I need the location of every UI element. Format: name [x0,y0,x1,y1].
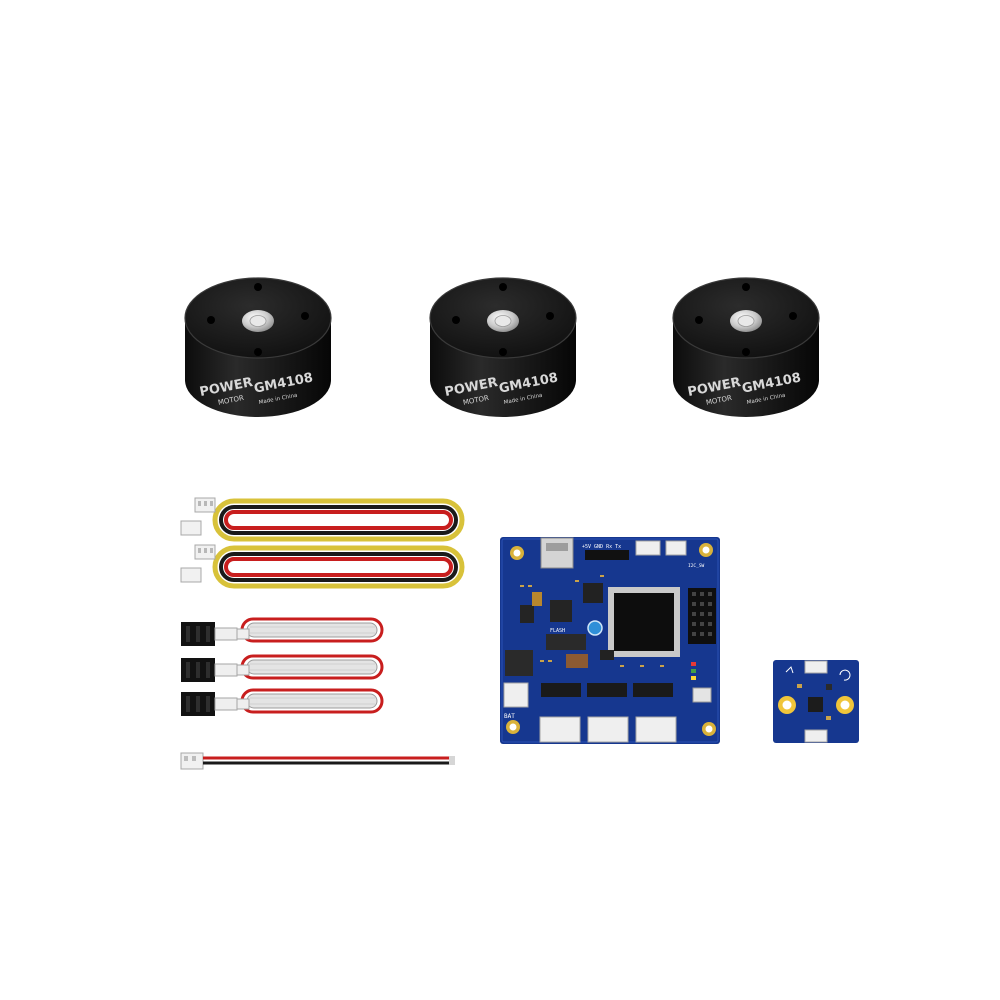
gimbal-motor-3: POWER MOTOR GM4108 Made in China [672,277,820,417]
motor-cable-3 [181,688,384,716]
battery-label: BAT [504,713,515,720]
motor-cable-1 [181,617,384,646]
sensor-cable-long-1 [180,497,465,542]
sensor-cable-long-2 [180,544,465,589]
imu-sensor-board [773,660,859,743]
gimbal-motor-1: POWER MOTOR GM4108 Made in China [184,277,332,417]
gimbal-motor-2: POWER MOTOR GM4108 Made in China [429,277,577,417]
motor-cable-2 [181,654,384,682]
flash-button-label: FLASH [550,628,565,634]
i2c-connector-label: I2C_SW [688,563,705,569]
gimbal-controller-board: +5V GND Rx Tx I2C_SW FLASH [500,537,720,744]
power-cable [180,752,455,770]
uart-header-label: +5V GND Rx Tx [582,544,621,550]
